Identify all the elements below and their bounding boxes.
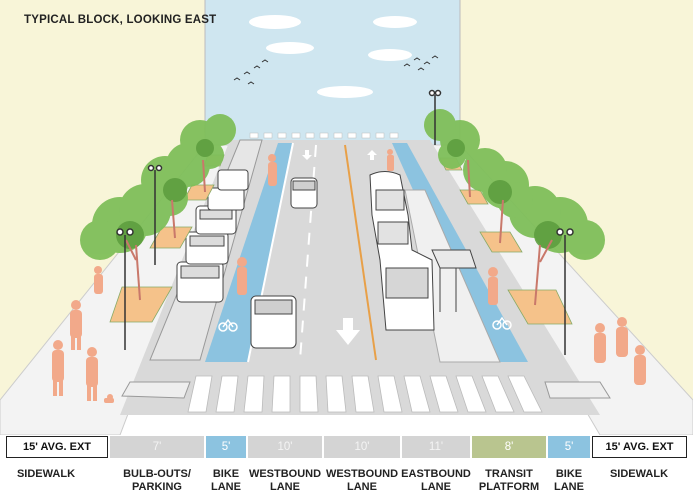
segment-width-sidewalk-left: 15' AVG. EXT: [6, 436, 108, 458]
car: [250, 177, 318, 349]
bike-lane-symbol: [218, 316, 512, 332]
segment-width-eastbound-lane: 11': [402, 436, 470, 458]
lane-arrow: [367, 150, 377, 160]
cloud: [266, 42, 314, 54]
dimension-bar: 15' AVG. EXT 7' 5' 10' 10' 11' 8' 5' 15'…: [6, 436, 687, 460]
lane-arrow: [336, 318, 360, 345]
cloud: [249, 15, 301, 29]
curb-ramp: [121, 381, 191, 399]
street-illustration: [0, 0, 693, 435]
parked-cars: [176, 169, 249, 303]
curb-ramp: [544, 381, 611, 399]
segment-label-bulb-outs-parking: BULB-OUTS/PARKING: [123, 468, 191, 493]
cloud: [317, 86, 373, 98]
light-rail-train: [369, 171, 435, 331]
lane-arrow: [302, 150, 312, 160]
segment-width-bike-lane-right: 5': [548, 436, 590, 458]
crosswalk-far: [249, 132, 399, 139]
segment-width-westbound-lane-2: 10': [324, 436, 400, 458]
diagram-title: TYPICAL BLOCK, LOOKING EAST: [24, 14, 217, 26]
transit-shelter: [431, 249, 477, 312]
building-right: [460, 0, 693, 400]
segment-width-sidewalk-right: 15' AVG. EXT: [592, 436, 687, 458]
sky: [205, 0, 460, 145]
building-left: [0, 0, 205, 400]
segment-label-sidewalk-right: SIDEWALK: [609, 468, 669, 480]
segment-label-sidewalk-left: SIDEWALK: [16, 468, 76, 480]
segment-width-transit-platform: 8': [472, 436, 546, 458]
cloud: [373, 16, 417, 28]
center-line: [344, 144, 377, 361]
segment-width-bulb-outs-parking: 7': [110, 436, 204, 458]
segment-width-westbound-lane-1: 10': [248, 436, 322, 458]
segment-width-bike-lane-left: 5': [206, 436, 246, 458]
street-trees: [80, 109, 605, 306]
crosswalk-near: [187, 375, 543, 413]
pedestrians: [52, 149, 646, 403]
cloud: [368, 49, 412, 61]
lane-divider: [299, 144, 317, 361]
street-lamps: [116, 89, 574, 355]
bike-lane-left: [205, 143, 293, 362]
birds: [233, 55, 439, 85]
